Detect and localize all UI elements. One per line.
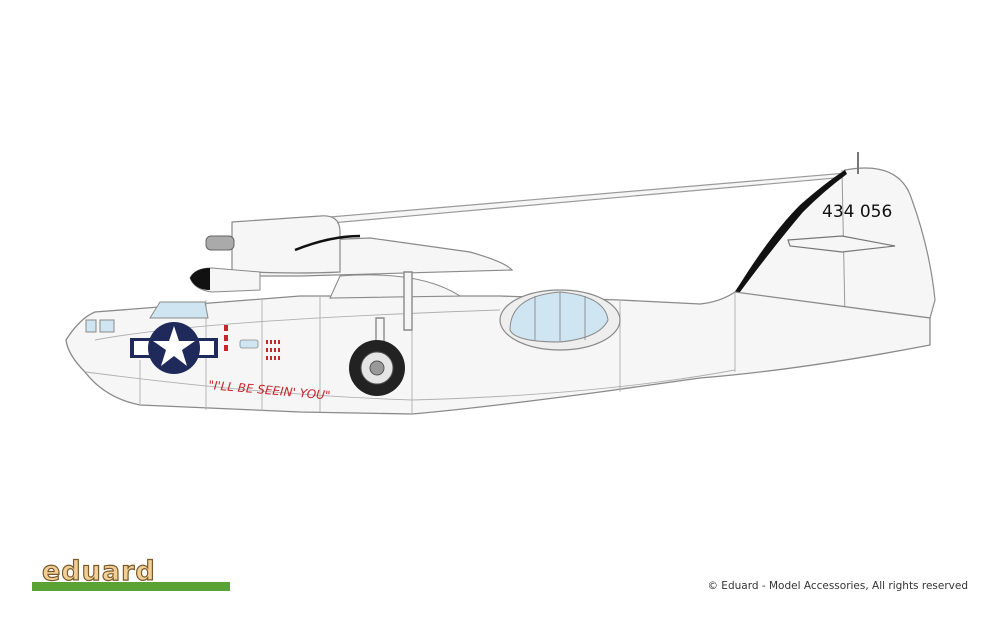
national-insignia — [130, 322, 218, 374]
tail-serial-number: 434 056 — [822, 202, 892, 222]
engine-nacelle — [231, 215, 341, 274]
wing-strut — [317, 171, 859, 225]
cockpit-windows — [85, 301, 209, 333]
blister-frame — [534, 292, 586, 342]
logo-bar — [32, 582, 230, 591]
tail-black-stripe — [735, 170, 847, 292]
horizontal-stabilizer — [787, 235, 896, 253]
mission-markings — [224, 325, 280, 360]
copyright-notice: © Eduard - Model Accessories, All rights… — [707, 580, 968, 592]
hull-window — [239, 339, 259, 349]
hull-panel-lines — [85, 292, 736, 414]
wing-pylon — [329, 274, 462, 299]
main-wheel — [349, 340, 405, 396]
hull — [65, 291, 931, 415]
eduard-logo: eduard — [32, 555, 230, 592]
blister-glazing — [509, 291, 609, 343]
engine-spinner — [205, 235, 235, 251]
nacelle-black-line — [294, 234, 361, 252]
radar-pod-nose — [190, 268, 210, 290]
